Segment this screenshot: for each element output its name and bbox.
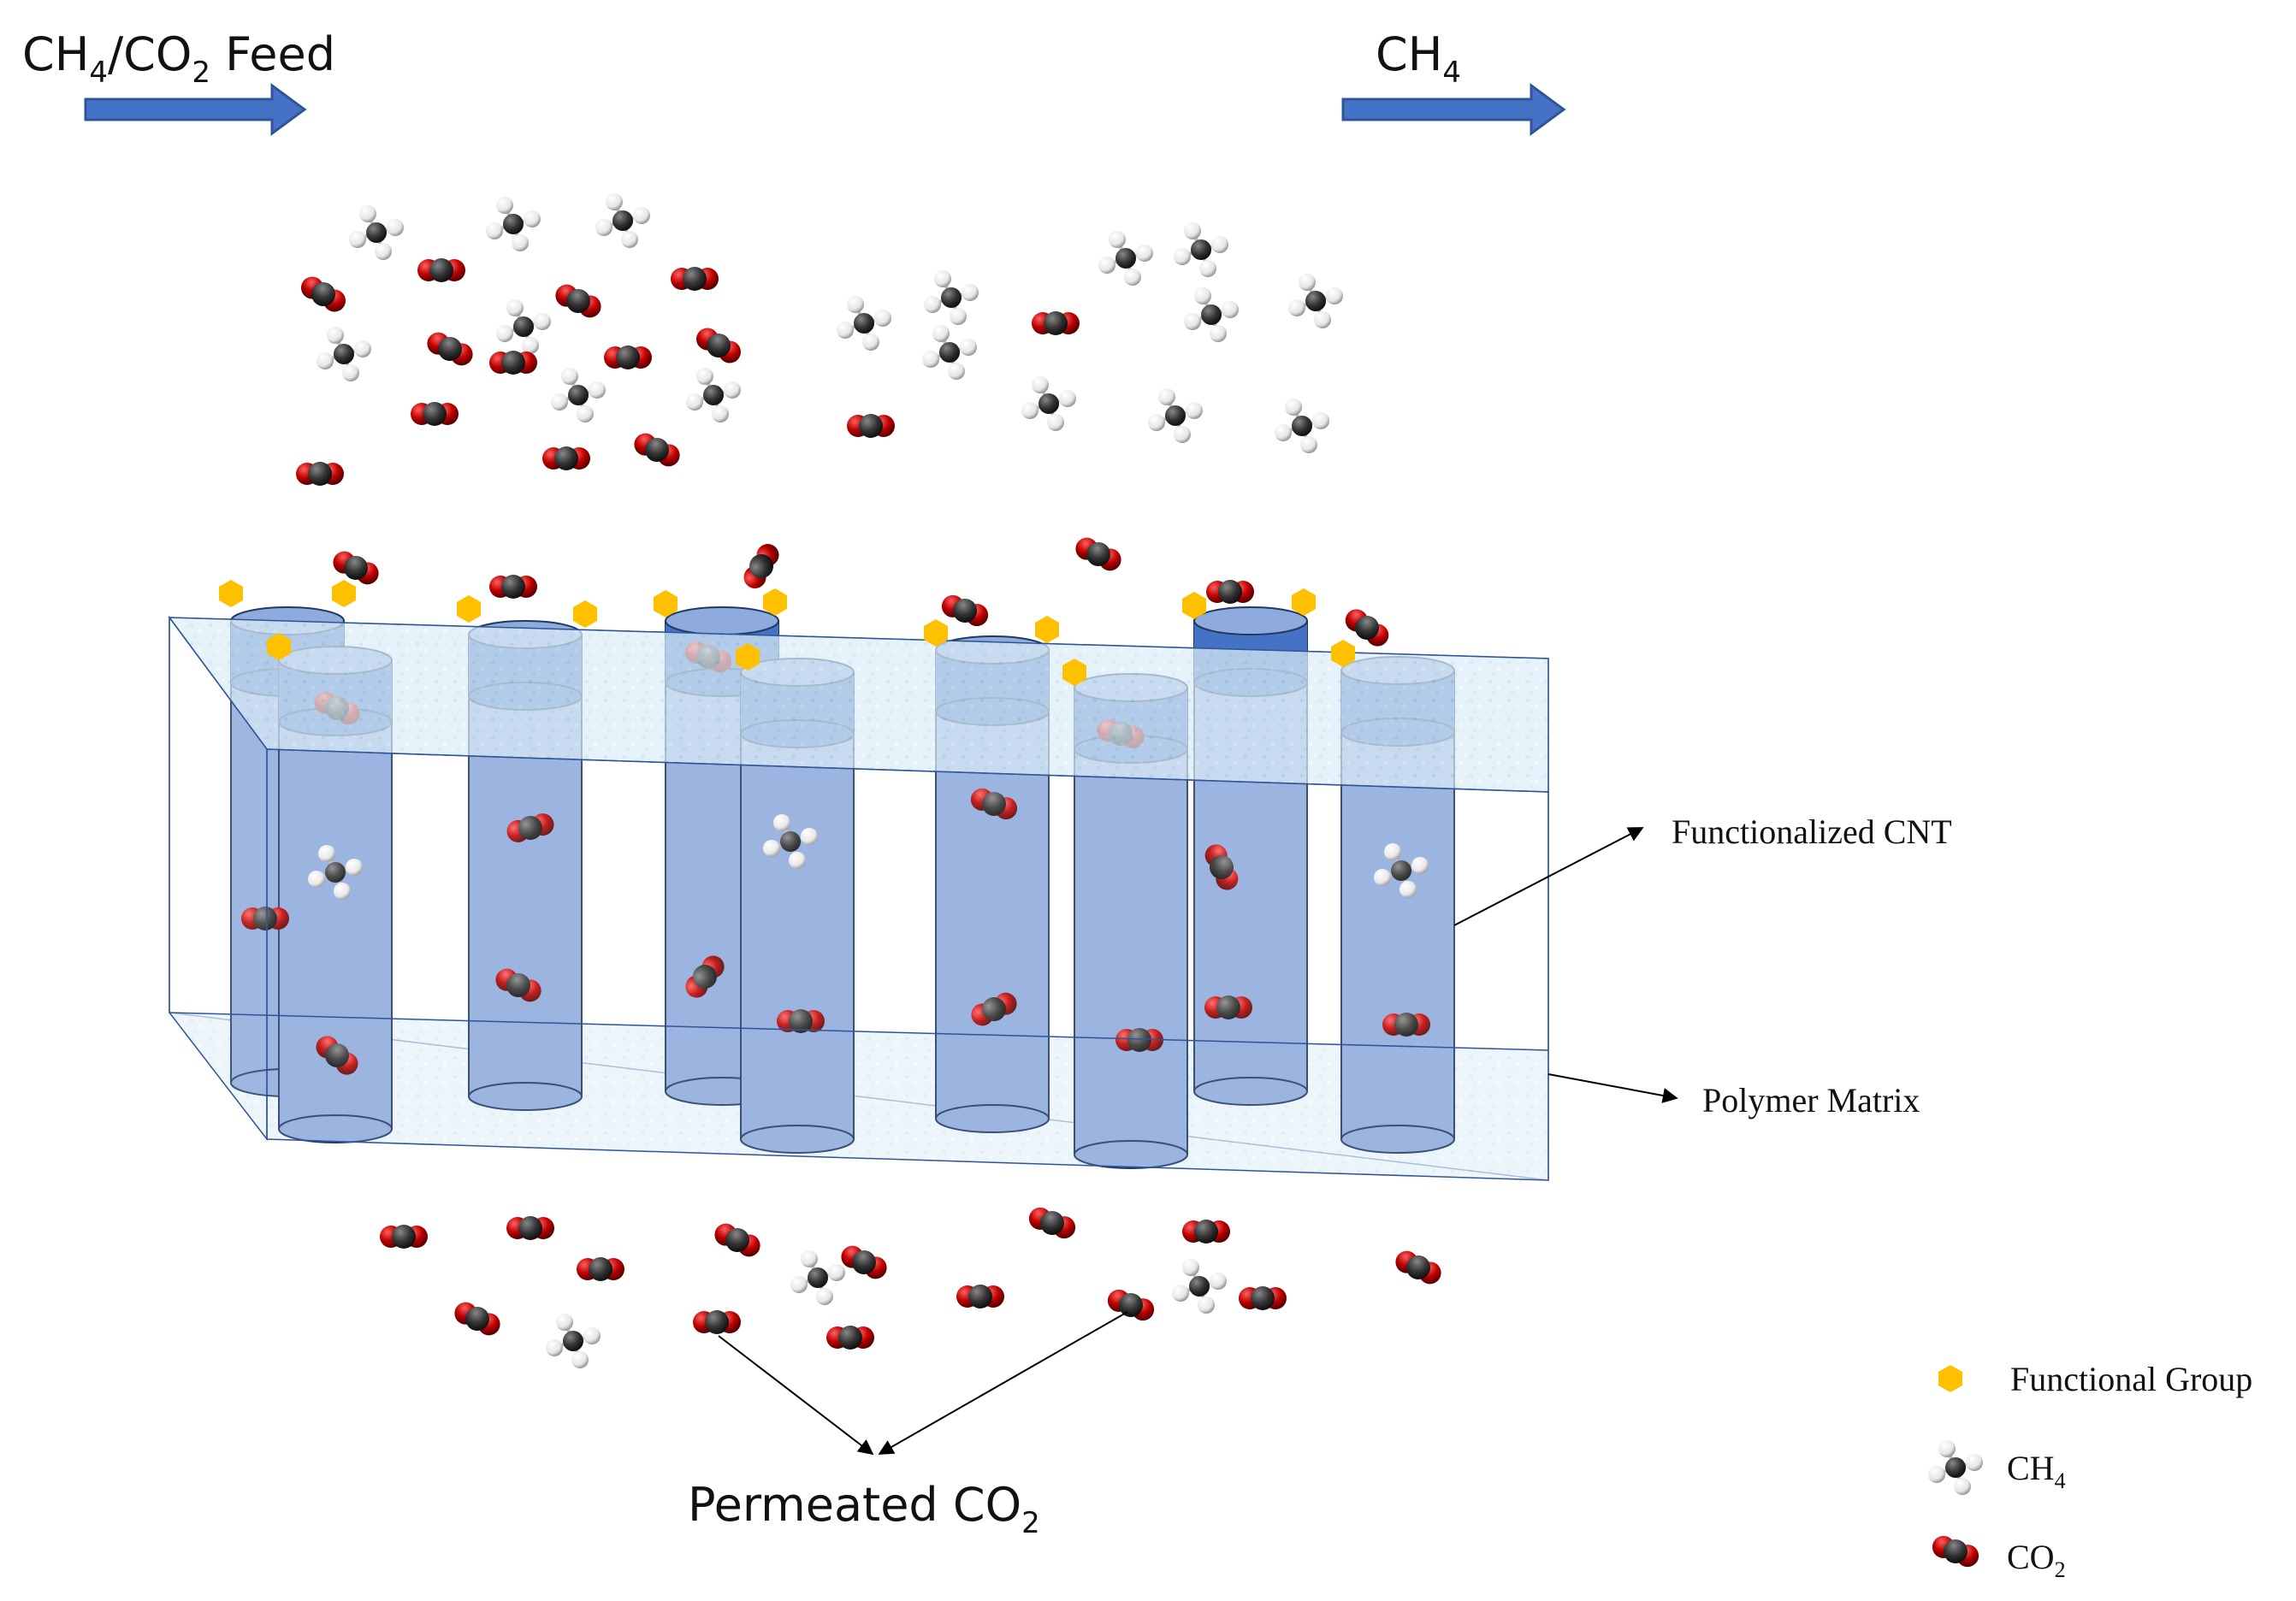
feed-gas-molecules [296,192,1345,486]
permeate-molecules [380,1203,1446,1370]
legend-co2-label: CO2 [2007,1538,2066,1582]
feed-label: CH4/CO2 Feed [22,27,335,90]
legend-hexagon-icon [1938,1365,1962,1392]
cnt-label: Functionalized CNT [1672,812,1952,851]
legend-ch4-label: CH4 [2007,1449,2066,1493]
cnt-callout-arrow [1453,827,1644,926]
permeate-label: Permeated CO2 [688,1478,1040,1540]
permeate-arrow-right [878,1311,1128,1455]
matrix-callout-arrow [1547,1073,1678,1103]
legend-functional-group: Functional Group [2010,1360,2252,1398]
legend: Functional Group CH4 CO2 [1926,1360,2252,1582]
legend-ch4-icon [1926,1439,1985,1497]
permeate-arrow-left [718,1335,874,1456]
feed-arrow-icon [84,83,307,136]
product-arrow-icon [1341,83,1566,136]
matrix-label: Polymer Matrix [1702,1081,1920,1120]
product-label: CH4 [1376,27,1461,90]
legend-co2-icon [1928,1532,1983,1571]
polymer-matrix-front [168,615,1549,1181]
